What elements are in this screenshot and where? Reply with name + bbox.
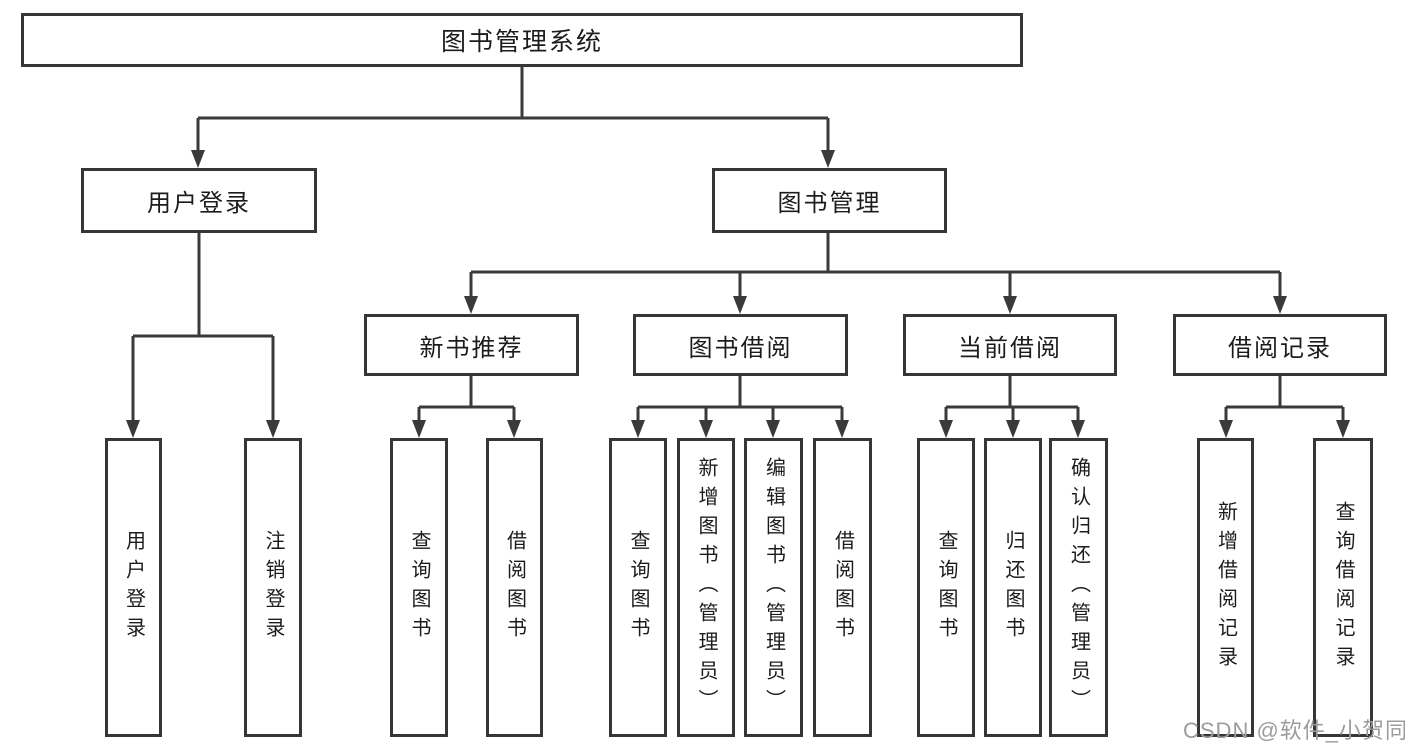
- node-current-borrowing: 当前借阅: [903, 314, 1117, 376]
- arrowhead: [821, 150, 835, 168]
- arrowhead: [1003, 296, 1017, 314]
- node-label: 借阅记录: [1228, 334, 1332, 362]
- leaf-label: 新增图书（管理员）: [695, 457, 717, 718]
- leaf-query-books-current: 查询图书: [917, 438, 975, 737]
- arrowhead: [631, 420, 645, 438]
- arrowhead: [733, 296, 747, 314]
- leaf-label: 查询图书: [408, 529, 430, 646]
- leaf-borrow-books: 借阅图书: [813, 438, 872, 737]
- arrowhead: [939, 420, 953, 438]
- edge-root-to-level2: [191, 67, 835, 168]
- edge-user-login-to-leaves: [126, 233, 280, 438]
- csdn-watermark: CSDN @软件_小贺同学: [1183, 718, 1405, 743]
- arrowhead: [1219, 420, 1233, 438]
- node-book-management: 图书管理: [712, 168, 947, 233]
- node-label: 当前借阅: [958, 334, 1062, 362]
- leaf-query-books-rec: 查询图书: [390, 438, 448, 737]
- arrowhead: [766, 420, 780, 438]
- leaf-label: 编辑图书（管理员）: [762, 457, 785, 718]
- leaf-label: 查询借阅记录: [1332, 500, 1354, 675]
- edge-book-borrow-to-leaves: [631, 376, 849, 438]
- node-label: 图书借阅: [688, 334, 793, 362]
- leaf-user-login: 用户登录: [105, 438, 162, 737]
- leaf-label: 借阅图书: [503, 529, 526, 646]
- arrowhead: [464, 296, 478, 314]
- leaf-label: 查询图书: [935, 529, 957, 646]
- node-new-book-recommendation: 新书推荐: [364, 314, 579, 376]
- arrowhead: [1006, 420, 1020, 438]
- arrowhead: [126, 420, 140, 438]
- arrowhead: [1336, 420, 1350, 438]
- node-label: 用户登录: [147, 190, 251, 217]
- leaf-label: 归还图书: [1002, 529, 1024, 646]
- arrowhead: [266, 420, 280, 438]
- arrowhead: [191, 150, 205, 168]
- arrowhead: [835, 420, 849, 438]
- leaf-label: 新增借阅记录: [1214, 500, 1237, 675]
- node-root-system: 图书管理系统: [21, 13, 1023, 67]
- arrowhead: [412, 420, 426, 438]
- arrowhead: [1071, 420, 1085, 438]
- leaf-label: 查询图书: [627, 529, 649, 646]
- arrowhead: [507, 420, 521, 438]
- edge-new-rec-to-leaves: [412, 376, 521, 438]
- leaf-label: 确认归还（管理员）: [1067, 457, 1090, 718]
- node-label: 图书管理: [777, 190, 882, 217]
- leaf-edit-books-admin: 编辑图书（管理员）: [744, 438, 803, 737]
- leaf-logout: 注销登录: [244, 438, 302, 737]
- leaf-query-books-borrow: 查询图书: [609, 438, 667, 737]
- leaf-add-books-admin: 新增图书（管理员）: [677, 438, 735, 737]
- edge-book-mgmt-to-level3: [464, 233, 1287, 314]
- arrowhead: [1273, 296, 1287, 314]
- leaf-label: 借阅图书: [831, 529, 854, 646]
- node-label: 图书管理系统: [440, 28, 603, 56]
- node-book-borrowing: 图书借阅: [633, 314, 848, 376]
- arrowhead: [699, 420, 713, 438]
- node-user-login: 用户登录: [81, 168, 317, 233]
- leaf-label: 注销登录: [262, 529, 284, 646]
- edge-borrow-records-to-leaves: [1219, 376, 1350, 438]
- leaf-add-borrow-record: 新增借阅记录: [1197, 438, 1254, 737]
- leaf-query-borrow-record: 查询借阅记录: [1313, 438, 1373, 737]
- leaf-label: 用户登录: [122, 529, 145, 646]
- leaf-confirm-return-admin: 确认归还（管理员）: [1049, 438, 1108, 737]
- leaf-return-books: 归还图书: [984, 438, 1042, 737]
- edge-current-borrow-to-leaves: [939, 376, 1085, 438]
- node-borrowing-records: 借阅记录: [1173, 314, 1387, 376]
- leaf-borrow-books-rec: 借阅图书: [486, 438, 543, 737]
- node-label: 新书推荐: [419, 334, 524, 362]
